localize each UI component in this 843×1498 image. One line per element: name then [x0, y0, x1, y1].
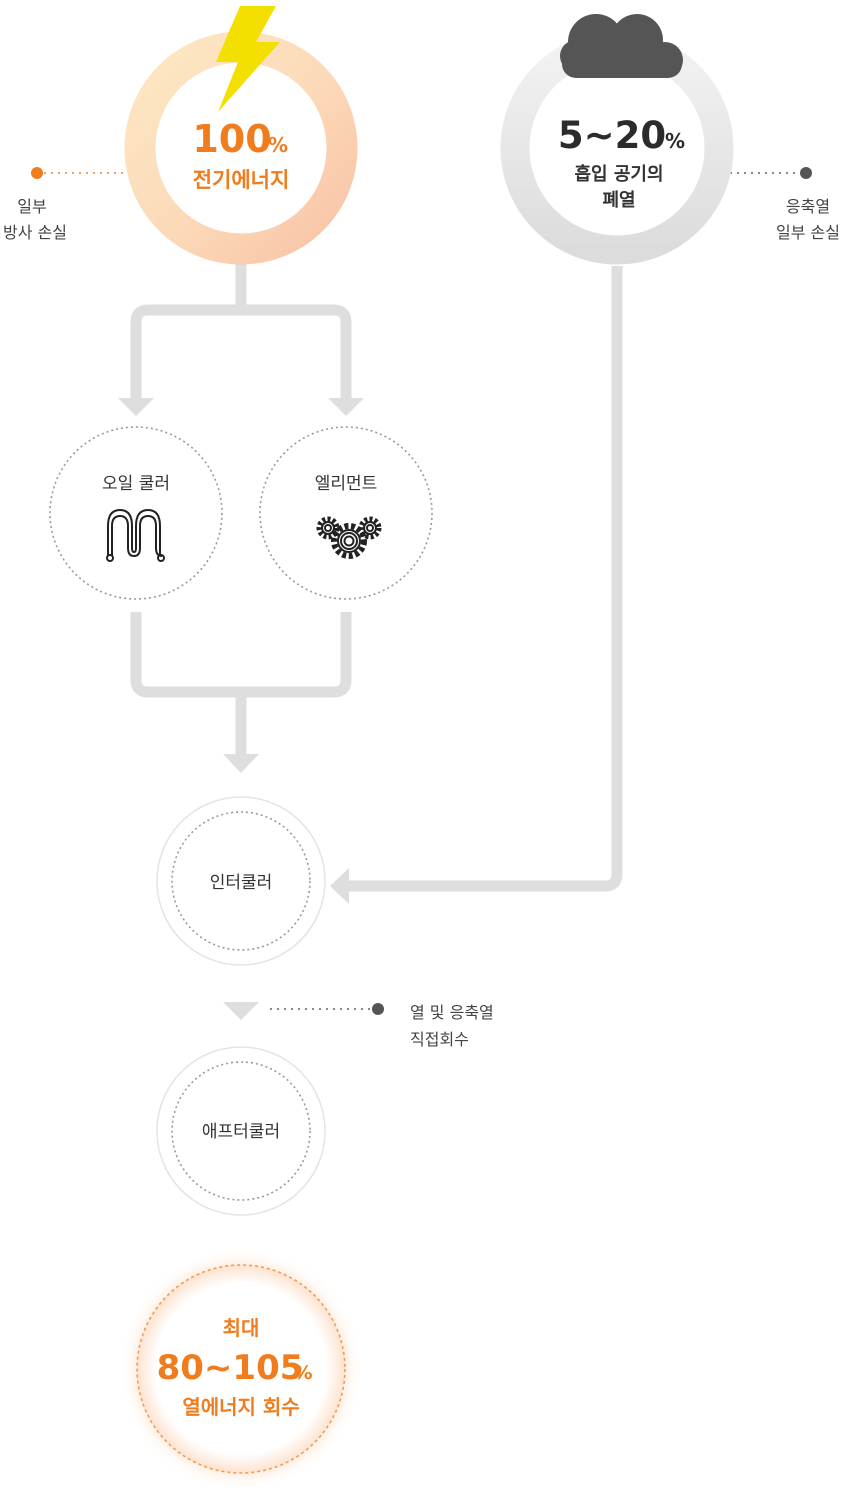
- flow-line-split: [130, 304, 352, 402]
- intercooler-node: 인터쿨러: [156, 796, 326, 966]
- electric-energy-unit: %: [268, 133, 288, 157]
- flow-lines: [130, 262, 623, 892]
- recovery-note-line1: 열 및 응축열: [410, 1003, 494, 1022]
- result-line3: 열에너지 회수: [182, 1395, 299, 1419]
- gears-icon: [316, 516, 382, 559]
- loss-right-connector: [730, 167, 812, 179]
- result-line1: 최대: [223, 1316, 260, 1340]
- recovery-connector: [270, 1003, 384, 1015]
- waste-heat-label-line2: 폐열: [602, 190, 635, 211]
- electric-energy-node: 100 % 전기에너지: [124, 6, 358, 265]
- arrow-down-aftercooler: [223, 1002, 259, 1020]
- coil-icon: [106, 508, 165, 562]
- oil-cooler-node: 오일 쿨러: [49, 426, 223, 600]
- arrow-left-intercooler: [330, 868, 349, 904]
- electric-energy-label: 전기에너지: [193, 168, 290, 192]
- loss-left-line1: 일부: [17, 197, 46, 216]
- flow-line-merge: [130, 612, 352, 698]
- result-node: 최대 80~105 % 열에너지 회수: [133, 1261, 349, 1477]
- loss-left-connector: [31, 167, 130, 179]
- waste-heat-unit: %: [665, 129, 685, 153]
- aftercooler-label: 애프터쿨러: [202, 1122, 280, 1142]
- oil-cooler-label: 오일 쿨러: [102, 474, 170, 494]
- result-unit: %: [293, 1362, 312, 1384]
- flow-line-waste-heat: [348, 266, 623, 892]
- lightning-icon: [216, 6, 280, 112]
- waste-heat-value: 5~20: [558, 114, 666, 157]
- arrow-down-element: [328, 398, 364, 416]
- arrow-down-intercooler: [223, 754, 259, 773]
- intercooler-label: 인터쿨러: [210, 873, 273, 893]
- loss-right-line2: 일부 손실: [776, 223, 840, 242]
- element-label: 엘리먼트: [315, 474, 378, 494]
- recovery-dot: [372, 1003, 384, 1015]
- element-node: 엘리먼트: [259, 426, 433, 600]
- cloud-icon: [560, 14, 683, 78]
- result-value: 80~105: [157, 1348, 304, 1388]
- arrowheads: [118, 398, 364, 1020]
- recovery-note-line2: 직접회수: [410, 1030, 469, 1049]
- waste-heat-label-line1: 흡입 공기의: [574, 163, 663, 185]
- loss-right-line1: 응축열: [786, 197, 830, 216]
- electric-energy-value: 100: [192, 117, 271, 161]
- loss-right-dot: [800, 167, 812, 179]
- arrow-down-oil-cooler: [118, 398, 154, 416]
- aftercooler-node: 애프터쿨러: [156, 1046, 326, 1216]
- waste-heat-node: 5~20 % 흡입 공기의 폐열: [500, 14, 734, 265]
- loss-left-dot: [31, 167, 43, 179]
- loss-left-line2: 방사 손실: [3, 223, 67, 242]
